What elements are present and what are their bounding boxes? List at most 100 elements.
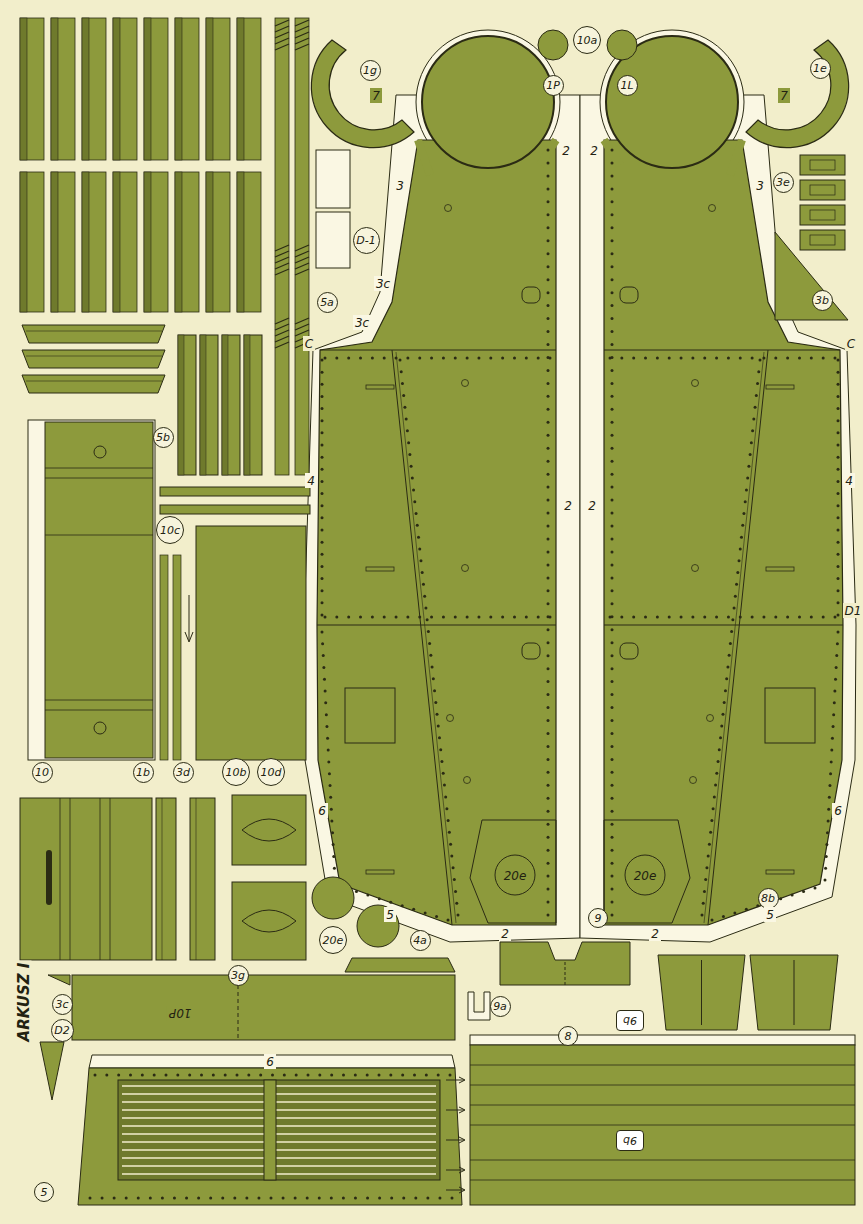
strip-part [200,335,218,475]
fitting [94,722,106,734]
callout-number: 3g [228,965,249,986]
rivet [101,1197,104,1200]
rivet [321,444,324,447]
rivet [355,890,358,893]
rivet [323,678,326,681]
rivet [257,1197,260,1200]
deck-part [470,1045,855,1205]
rivet [455,902,458,905]
rivet [755,394,758,397]
rivet [454,890,457,893]
strip-part [22,350,165,368]
rivet [400,370,403,373]
strip-part [51,18,75,160]
rivet [611,512,614,515]
gusset-part [775,232,848,320]
bolt-hole [707,715,714,722]
grille-slat [122,1117,436,1119]
part-number: 20e [634,869,657,883]
glue-flap [28,420,155,760]
rivet [547,706,550,709]
rivet [611,628,614,631]
part-number: 10d [261,766,282,779]
rivet [324,357,327,360]
direction-arrow [446,1107,465,1113]
rivet [810,616,813,619]
rivet [389,1074,392,1077]
strip-part [175,172,199,312]
rivet [321,419,324,422]
panel-line [470,1105,855,1106]
rivet [668,616,671,619]
hatch [295,269,309,275]
callout-number: 10b [222,758,250,786]
rivet [547,589,550,592]
callout-number: 9a [490,996,511,1017]
rivet [547,421,550,424]
rivet [321,642,324,645]
rivet [722,915,725,918]
rivet [321,407,324,410]
rivet [415,512,418,515]
part-number: 5 [41,1186,48,1199]
rivet [454,616,457,619]
part-number: 3c [376,277,390,291]
rivet [837,492,840,495]
part-number: 5 [766,908,774,922]
rivet [611,719,614,722]
grille-slat [122,1125,436,1127]
rivet [378,897,381,900]
rivet [715,616,718,619]
panel-line [45,710,153,711]
rivet [176,1074,179,1077]
strip-flap [82,18,89,160]
plate-detail [810,235,835,245]
rivet [438,1197,441,1200]
rivet [802,890,805,893]
rivet [383,357,386,360]
rivet [547,550,550,553]
rivet [762,616,765,619]
plate-part [800,155,845,175]
rivet [442,616,445,619]
plate-detail [810,185,835,195]
hatch [275,269,289,275]
rivet [407,441,410,444]
plate-part [800,230,845,250]
rivet [321,456,324,459]
rivet [730,630,733,633]
bolt-hole [445,205,452,212]
rivet [401,382,404,385]
rivet [94,1074,97,1077]
fitting [620,287,638,303]
part-number: 1P [546,79,560,92]
part-label: 4 [843,473,855,488]
rivet [428,642,431,645]
rivet [828,784,831,787]
rivet [611,447,614,450]
rivet [331,831,334,834]
fold-line [565,962,566,985]
rivet [141,1074,144,1077]
rivet [432,677,435,680]
rivet [703,890,706,893]
rivet [742,512,745,515]
strip-flap [222,335,228,475]
rivet [342,1074,345,1077]
rivet [245,1197,248,1200]
rivet [705,866,708,869]
rivet [547,174,550,177]
rivet [714,784,717,787]
rivet [547,369,550,372]
rivet [611,914,614,917]
panel-line [45,535,153,536]
rivet [837,456,840,459]
part-number: 20e [504,869,527,883]
rivet [547,525,550,528]
rivet-row [324,357,552,360]
hatch [295,251,309,257]
rivet [324,616,327,619]
rivet [547,317,550,320]
part-label-box: 9b [616,1010,644,1031]
rivet [832,713,835,716]
